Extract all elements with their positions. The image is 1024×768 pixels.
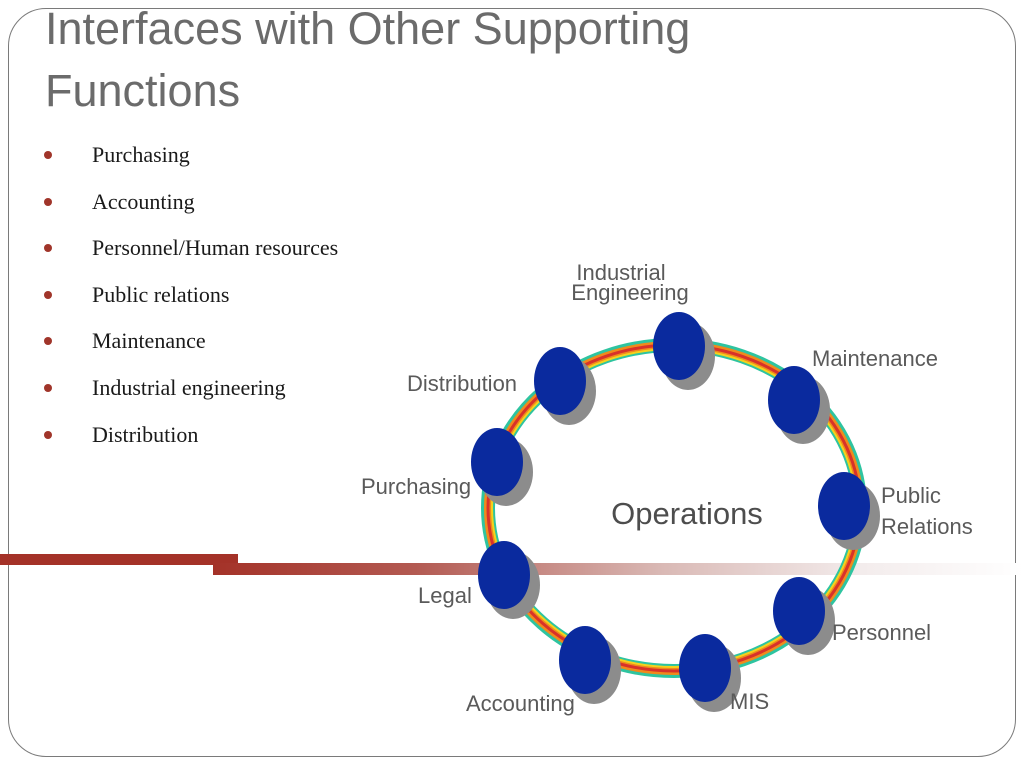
bullet-text: Accounting — [92, 188, 195, 214]
bullet-dot-icon — [44, 290, 52, 299]
bullet-item: Purchasing — [44, 138, 338, 185]
bullet-text: Industrial engineering — [92, 374, 286, 400]
label-public-relations-line2: Relations — [881, 514, 973, 539]
node-accounting — [559, 626, 621, 704]
bullet-dot-icon — [44, 337, 52, 346]
slide-title: Interfaces with Other Supporting Functio… — [45, 3, 691, 116]
node-mis — [679, 634, 741, 712]
label-personnel: Personnel — [832, 620, 931, 645]
bullet-dot-icon — [44, 383, 52, 392]
accent-bar-gradient — [213, 563, 1024, 575]
label-mis: MIS — [730, 689, 769, 714]
slide-frame — [8, 8, 1016, 757]
bullet-dot-icon — [44, 151, 52, 159]
bullet-item: Personnel/Human resources — [44, 231, 338, 278]
label-purchasing: Purchasing — [361, 474, 471, 499]
label-public-relations-line1: Public — [881, 483, 941, 508]
node-maintenance — [768, 366, 830, 444]
node-distribution — [534, 347, 596, 425]
bullet-item: Public relations — [44, 278, 338, 325]
bullet-text: Public relations — [92, 281, 230, 307]
bullet-item: Industrial engineering — [44, 371, 338, 418]
bullet-text: Purchasing — [92, 142, 190, 167]
label-legal: Legal — [418, 583, 472, 608]
label-accounting: Accounting — [466, 691, 575, 716]
node-legal — [478, 541, 540, 619]
label-operations-center: Operations — [611, 496, 763, 531]
accent-bar-left — [0, 554, 238, 565]
label-industrial-line1: Industrial — [576, 260, 665, 285]
bullet-text: Personnel/Human resources — [92, 235, 339, 261]
node-purchasing — [471, 428, 533, 506]
bullet-text: Distribution — [92, 421, 199, 447]
bullet-dot-icon — [44, 244, 52, 253]
bullet-item: Accounting — [44, 185, 338, 232]
node-personnel — [773, 577, 835, 655]
label-maintenance: Maintenance — [812, 346, 938, 371]
bullet-item: Distribution — [44, 418, 338, 465]
bullet-dot-icon — [44, 197, 52, 206]
label-industrial-line2: Engineering — [571, 280, 688, 305]
node-industrial-engineering — [653, 312, 715, 390]
label-distribution: Distribution — [407, 371, 517, 396]
node-public-relations — [818, 472, 880, 550]
bullet-text: Maintenance — [92, 328, 206, 354]
bullet-list: Purchasing Accounting Personnel/Human re… — [44, 138, 338, 464]
bullet-dot-icon — [44, 430, 52, 439]
bullet-item: Maintenance — [44, 324, 338, 371]
